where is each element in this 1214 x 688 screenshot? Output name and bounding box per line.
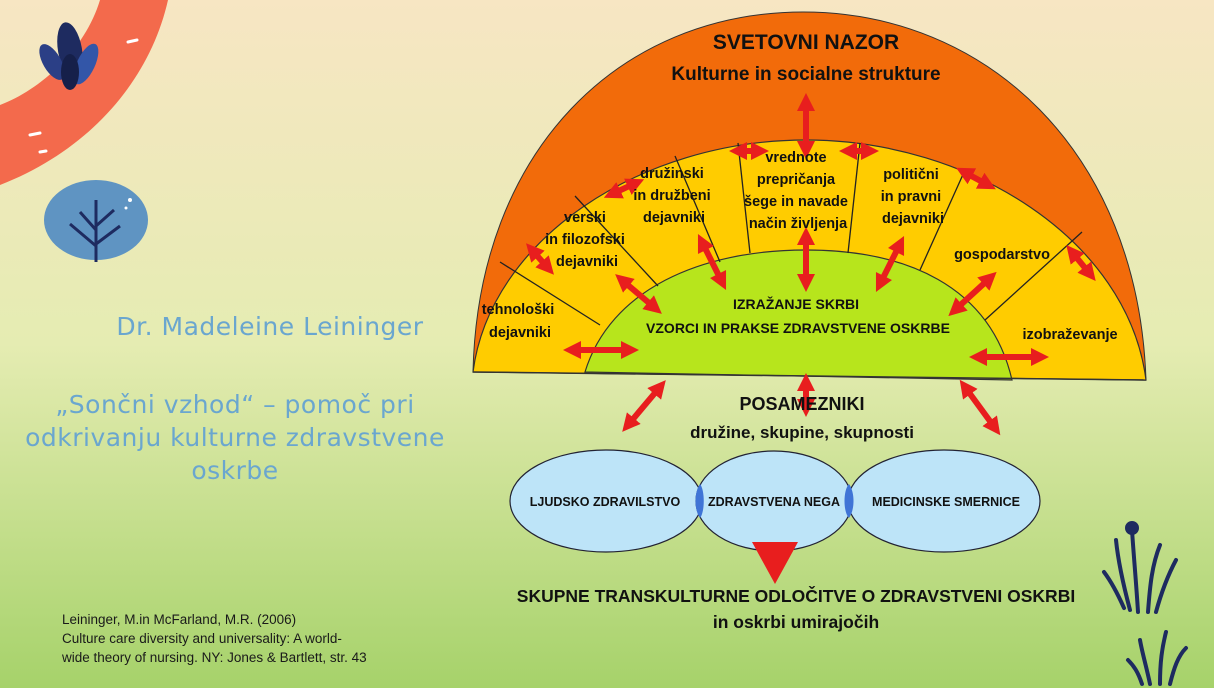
subtitle-line: oskrbe: [191, 456, 279, 485]
factor-kinship: družinski in družbeni dejavniki: [633, 166, 714, 226]
citation: Leininger, M.in McFarland, M.R. (2006) C…: [62, 610, 367, 667]
decisions-line-2: in oskrbi umirajočih: [713, 612, 879, 632]
factor-economic: gospodarstvo: [954, 247, 1050, 263]
down-triangle: [752, 542, 798, 584]
arrow: [948, 271, 997, 317]
arrow: [875, 235, 905, 293]
citation-line: Leininger, M.in McFarland, M.R. (2006): [62, 612, 297, 627]
worldview-subtitle: Kulturne in socialne strukture: [671, 64, 940, 85]
individuals-title: POSAMEZNIKI: [739, 394, 864, 414]
arrow: [603, 178, 645, 199]
arrow: [526, 243, 554, 275]
grass-icon: [1126, 630, 1188, 686]
factor-values: vrednote prepričanja šege in navade nači…: [744, 150, 852, 232]
sunrise-diagram: SVETOVNI NAZOR Kulturne in socialne stru…: [472, 11, 1147, 632]
system-nursing: ZDRAVSTVENA NEGA: [708, 495, 840, 509]
plant-icon: [1102, 521, 1178, 614]
arrow: [697, 233, 727, 291]
factor-technological: tehnološki dejavniki: [482, 302, 559, 341]
system-folk: LJUDSKO ZDRAVILSTVO: [530, 495, 681, 509]
arrows: [526, 93, 1096, 436]
arrow: [1066, 245, 1096, 281]
author-title: Dr. Madeleine Leininger: [116, 312, 424, 341]
arrow: [615, 274, 662, 314]
subtitle-line: odkrivanju kulturne zdravstvene: [25, 423, 445, 452]
arrow: [959, 379, 1001, 436]
arrow: [622, 380, 666, 432]
citation-line: Culture care diversity and universality:…: [62, 631, 342, 646]
overlap-right: [844, 484, 854, 518]
arrow: [956, 167, 996, 190]
individuals-subtitle: družine, skupine, skupnosti: [690, 423, 914, 442]
care-expression: IZRAŽANJE SKRBI VZORCI IN PRAKSE ZDRAVST…: [646, 295, 950, 336]
worldview-title: SVETOVNI NAZOR: [713, 31, 899, 54]
decisions-line-1: SKUPNE TRANSKULTURNE ODLOČITVE O ZDRAVST…: [517, 585, 1075, 606]
factor-political: politični in pravni dejavniki: [881, 167, 945, 227]
system-medical: MEDICINSKE SMERNICE: [872, 495, 1020, 509]
citation-line: wide theory of nursing. NY: Jones & Bart…: [62, 650, 367, 665]
factor-religious: verski in filozofski dejavniki: [545, 210, 629, 270]
bush-icon: [44, 180, 148, 262]
subtitle-line: „Sončni vzhod“ – pomoč pri: [55, 390, 415, 419]
decorative-swoosh: [0, 0, 168, 185]
overlap-left: [695, 484, 704, 518]
slide-subtitle: „Sončni vzhod“ – pomoč pri odkrivanju ku…: [0, 388, 470, 487]
factor-education: izobraževanje: [1022, 327, 1117, 343]
leaf-icon: [39, 22, 99, 90]
